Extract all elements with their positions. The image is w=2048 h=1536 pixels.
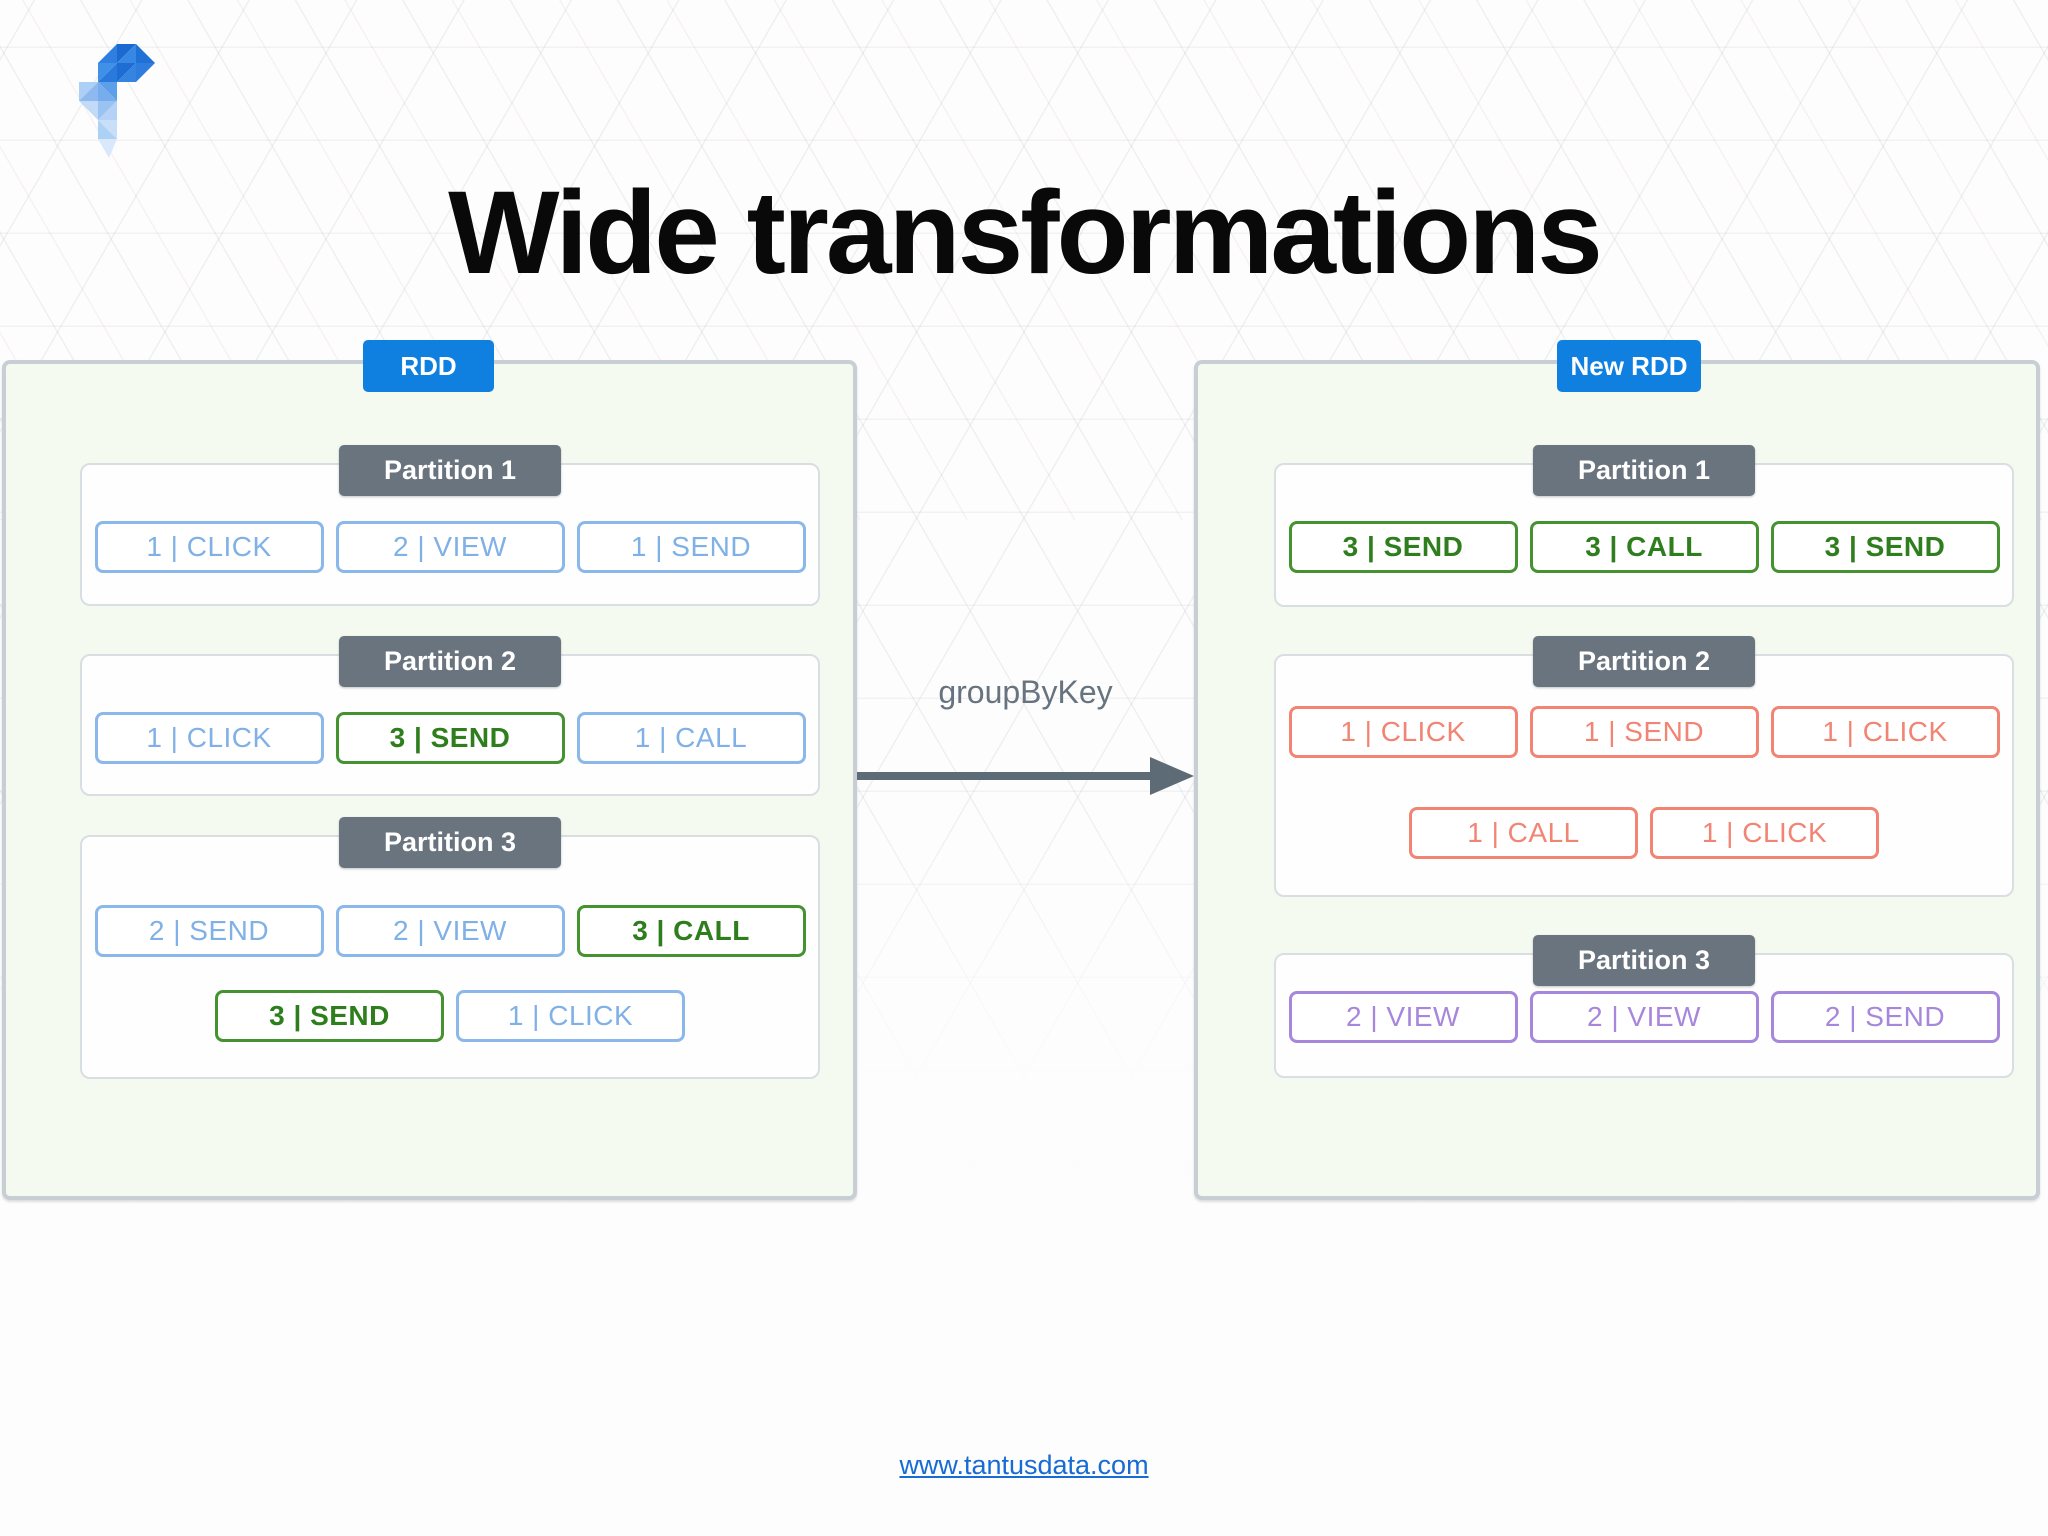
record-box: 1 | SEND bbox=[1529, 706, 1759, 758]
record-box: 1 | CALL bbox=[576, 712, 806, 764]
record-box: 2 | VIEW bbox=[335, 521, 565, 573]
record-box: 2 | SEND bbox=[94, 905, 324, 957]
record-box: 1 | CLICK bbox=[1288, 706, 1518, 758]
left-partition-1: Partition 1 1 | CLICK 2 | VIEW 1 | SEND bbox=[80, 445, 820, 606]
partition-label: Partition 2 bbox=[339, 636, 561, 687]
partition-label: Partition 3 bbox=[1533, 935, 1755, 986]
record-box: 1 | CLICK bbox=[1650, 807, 1879, 859]
record-box: 1 | CALL bbox=[1409, 807, 1638, 859]
new-rdd-panel: Partition 1 3 | SEND 3 | CALL 3 | SEND P… bbox=[1194, 360, 2040, 1200]
partition-label: Partition 2 bbox=[1533, 636, 1755, 687]
record-box: 1 | CLICK bbox=[94, 521, 324, 573]
new-rdd-badge: New RDD bbox=[1557, 340, 1701, 392]
partition-label: Partition 1 bbox=[339, 445, 561, 496]
record-box: 1 | CLICK bbox=[1770, 706, 2000, 758]
record-box: 3 | CALL bbox=[576, 905, 806, 957]
record-box: 3 | SEND bbox=[215, 990, 444, 1042]
page-title: Wide transformations bbox=[448, 167, 1603, 300]
record-box: 1 | CLICK bbox=[94, 712, 324, 764]
transformation-label: groupByKey bbox=[938, 674, 1113, 710]
right-partition-3: Partition 3 2 | VIEW 2 | VIEW 2 | SEND bbox=[1274, 935, 2014, 1078]
arrow-right-icon bbox=[1150, 757, 1194, 795]
footer: www.tantusdata.com bbox=[0, 1450, 2048, 1481]
tantusdata-logo-icon bbox=[79, 44, 155, 158]
record-box: 2 | VIEW bbox=[1288, 991, 1518, 1043]
record-box: 2 | VIEW bbox=[335, 905, 565, 957]
right-partition-1: Partition 1 3 | SEND 3 | CALL 3 | SEND bbox=[1274, 445, 2014, 607]
record-box: 2 | VIEW bbox=[1529, 991, 1759, 1043]
left-partition-2: Partition 2 1 | CLICK 3 | SEND 1 | CALL bbox=[80, 636, 820, 796]
rdd-badge: RDD bbox=[363, 340, 494, 392]
partition-label: Partition 3 bbox=[339, 817, 561, 868]
record-box: 1 | SEND bbox=[576, 521, 806, 573]
record-box: 3 | SEND bbox=[335, 712, 565, 764]
record-box: 2 | SEND bbox=[1770, 991, 2000, 1043]
rdd-panel: Partition 1 1 | CLICK 2 | VIEW 1 | SEND … bbox=[2, 360, 857, 1200]
record-box: 3 | SEND bbox=[1288, 521, 1518, 573]
partition-label: Partition 1 bbox=[1533, 445, 1755, 496]
record-box: 1 | CLICK bbox=[456, 990, 685, 1042]
arrow-shaft bbox=[857, 772, 1152, 780]
right-partition-2: Partition 2 1 | CLICK 1 | SEND 1 | CLICK… bbox=[1274, 636, 2014, 897]
left-partition-3: Partition 3 2 | SEND 2 | VIEW 3 | CALL 3… bbox=[80, 817, 820, 1079]
website-link[interactable]: www.tantusdata.com bbox=[899, 1450, 1149, 1480]
record-box: 3 | CALL bbox=[1529, 521, 1759, 573]
record-box: 3 | SEND bbox=[1770, 521, 2000, 573]
